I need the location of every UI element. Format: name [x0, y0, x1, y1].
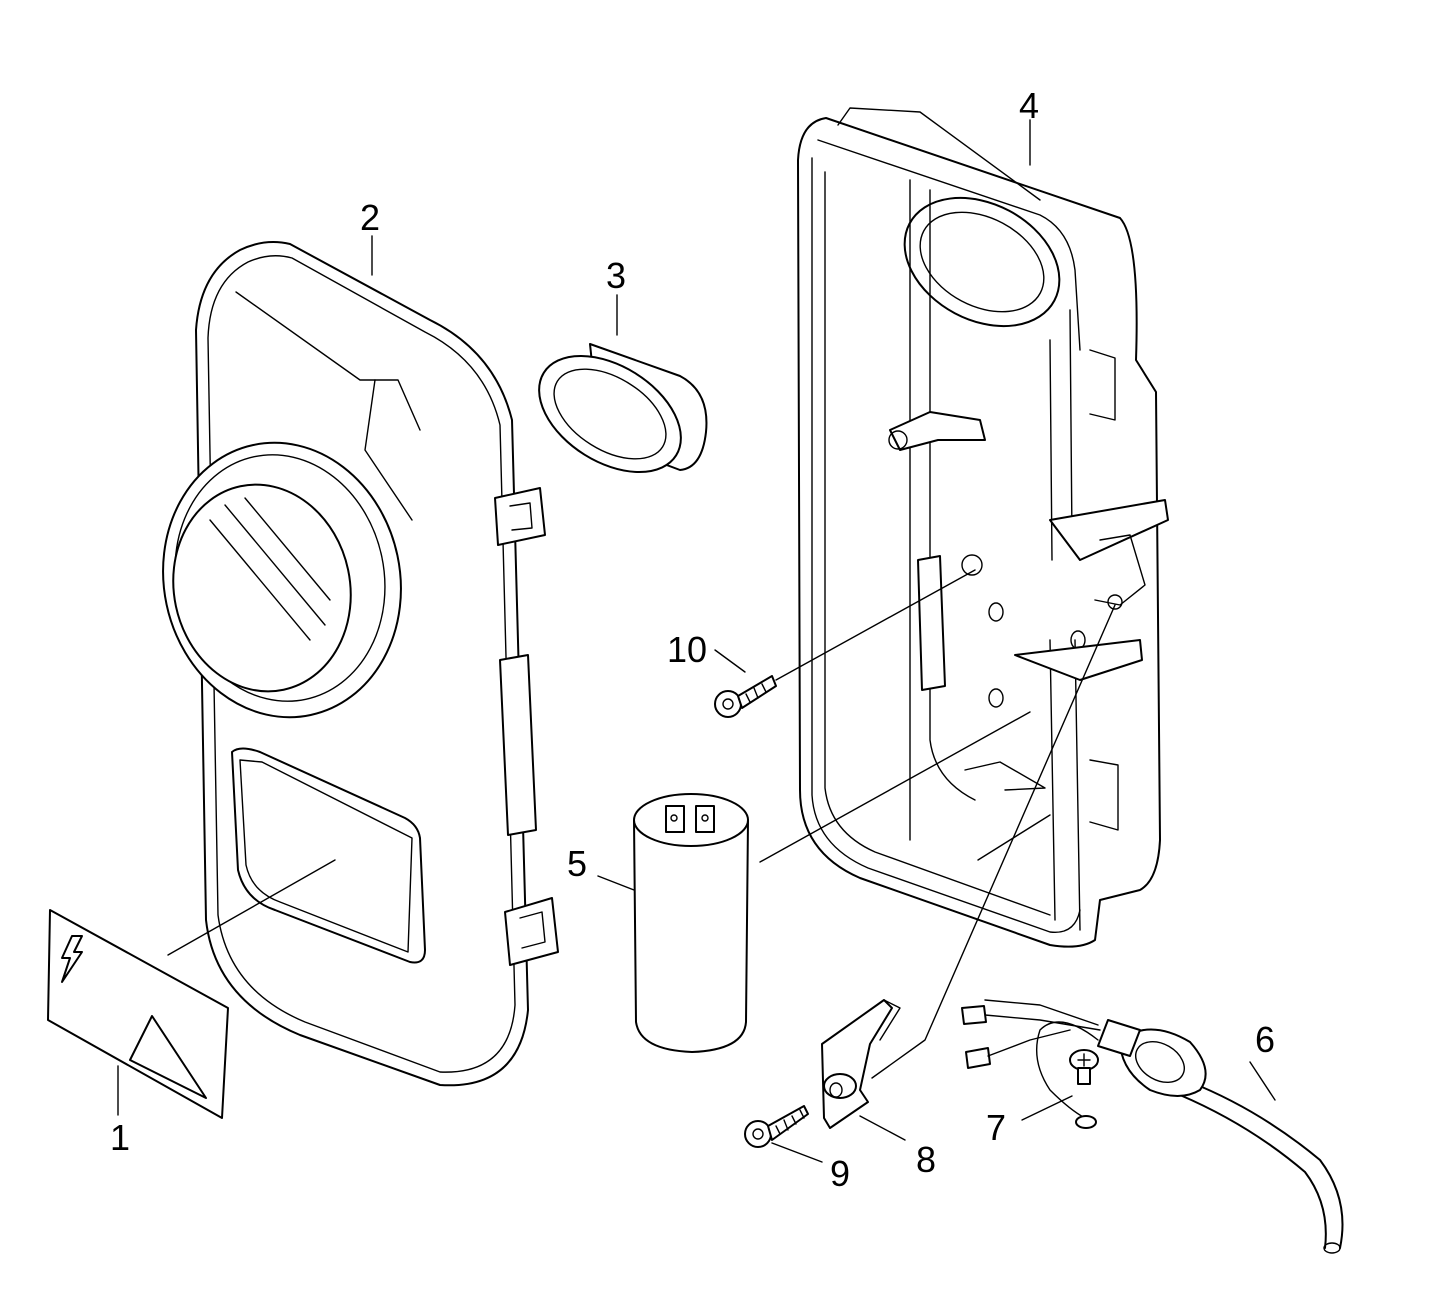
part-6-power-cable [961, 999, 1344, 1254]
lightning-bolt-icon [61, 935, 83, 983]
part-1-warning-label [47, 909, 229, 1119]
callout-5: 5 [567, 843, 587, 884]
part-7-screw [1069, 1049, 1099, 1085]
leader-lines [117, 119, 1276, 1163]
callout-9: 9 [830, 1153, 850, 1194]
part-10-screw [714, 675, 777, 718]
part-8-cable-clamp [821, 999, 901, 1129]
callout-1: 1 [110, 1117, 130, 1158]
part-3-oval-plug [538, 343, 708, 474]
callout-6: 6 [1255, 1019, 1275, 1060]
callout-4: 4 [1019, 85, 1039, 126]
callout-10: 10 [667, 629, 707, 670]
part-2-front-cover [162, 241, 559, 1087]
part-5-capacitor [633, 793, 749, 1053]
callout-numbers: 1 2 3 4 5 6 7 8 9 10 [110, 85, 1275, 1194]
callout-7: 7 [986, 1107, 1006, 1148]
callout-8: 8 [916, 1139, 936, 1180]
callout-2: 2 [360, 197, 380, 238]
part-9-screw [744, 1105, 809, 1148]
warning-triangle-icon [129, 1015, 207, 1099]
callout-3: 3 [606, 255, 626, 296]
part-4-housing-base [797, 107, 1169, 948]
